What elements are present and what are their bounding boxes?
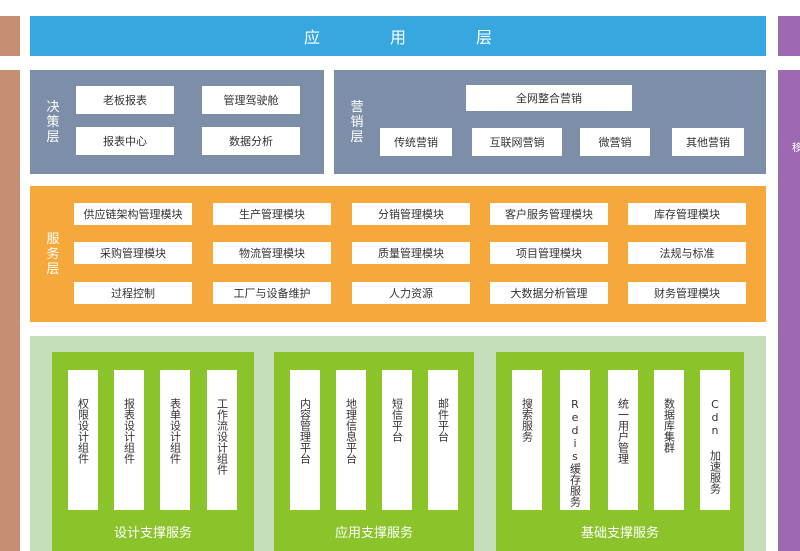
service-item: 库存管理模块 (628, 203, 746, 225)
decision-item: 报表中心 (76, 127, 174, 155)
decision-item: 管理驾驶舱 (202, 86, 300, 114)
decision-layer-panel: 决策层 老板报表 管理驾驶舱 报表中心 数据分析 (30, 70, 324, 174)
support-column: 内容管理平台 (290, 370, 320, 510)
support-column: 邮件平台 (428, 370, 458, 510)
service-item: 质量管理模块 (352, 242, 470, 264)
left-side-strip (0, 70, 20, 551)
marketing-item: 其他营销 (672, 128, 744, 156)
service-item: 客户服务管理模块 (490, 203, 608, 225)
marketing-layer-panel: 营销层 全网整合营销 传统营销 互联网营销 微营销 其他营销 (334, 70, 766, 174)
support-column: 工作流设计组件 (207, 370, 237, 510)
service-item: 工厂与设备维护 (213, 282, 331, 304)
basic-support-label: 基础支撑服务 (580, 526, 659, 541)
right-side-strip-top (778, 16, 800, 56)
service-layer-panel: 服务层 供应链架构管理模块 生产管理模块 分销管理模块 客户服务管理模块 库存管… (30, 186, 766, 322)
service-item: 物流管理模块 (213, 242, 331, 264)
marketing-top-item: 全网整合营销 (466, 85, 632, 111)
basic-support-group: 搜索服务 Redis缓存服务 统一用户管理 数据库集群 Cdn 加速服务 基础支… (496, 352, 744, 551)
decision-layer-label: 决策层 (46, 100, 60, 145)
marketing-item: 微营销 (580, 128, 650, 156)
support-column: 地理信息平台 (336, 370, 366, 510)
right-strip-char: 移 (792, 143, 800, 154)
app-layer-char: 层 (476, 28, 493, 47)
support-column: 表单设计组件 (160, 370, 190, 510)
service-item: 分销管理模块 (352, 203, 470, 225)
right-side-strip: 移 (778, 70, 800, 551)
support-column: 权限设计组件 (68, 370, 98, 510)
service-item: 人力资源 (352, 282, 470, 304)
left-side-strip-top (0, 16, 20, 56)
support-column: 短信平台 (382, 370, 412, 510)
decision-item: 数据分析 (202, 127, 300, 155)
service-item: 生产管理模块 (213, 203, 331, 225)
marketing-item: 传统营销 (380, 128, 452, 156)
marketing-item: 互联网营销 (472, 128, 562, 156)
application-support-label: 应用支撑服务 (334, 526, 413, 541)
service-item: 项目管理模块 (490, 242, 608, 264)
support-column: 报表设计组件 (114, 370, 144, 510)
application-support-group: 内容管理平台 地理信息平台 短信平台 邮件平台 应用支撑服务 (274, 352, 474, 551)
service-item: 供应链架构管理模块 (74, 203, 192, 225)
support-column: Cdn 加速服务 (700, 370, 730, 510)
design-support-label: 设计支撑服务 (113, 526, 192, 541)
support-column: Redis缓存服务 (560, 370, 590, 510)
decision-item: 老板报表 (76, 86, 174, 114)
app-layer-char: 用 (389, 28, 406, 47)
support-column: 搜索服务 (512, 370, 542, 510)
application-layer-bar: 应 用 层 (30, 16, 766, 56)
service-item: 大数据分析管理 (490, 282, 608, 304)
service-item: 过程控制 (74, 282, 192, 304)
service-item: 财务管理模块 (628, 282, 746, 304)
support-column: 数据库集群 (654, 370, 684, 510)
service-item: 法规与标准 (628, 242, 746, 264)
marketing-layer-label: 营销层 (350, 100, 364, 145)
support-column: 统一用户管理 (608, 370, 638, 510)
service-item: 采购管理模块 (74, 242, 192, 264)
service-layer-label: 服务层 (46, 232, 60, 277)
app-layer-char: 应 (303, 28, 320, 47)
support-layer-area: 权限设计组件 报表设计组件 表单设计组件 工作流设计组件 设计支撑服务 内容管理… (30, 336, 766, 551)
design-support-group: 权限设计组件 报表设计组件 表单设计组件 工作流设计组件 设计支撑服务 (52, 352, 254, 551)
